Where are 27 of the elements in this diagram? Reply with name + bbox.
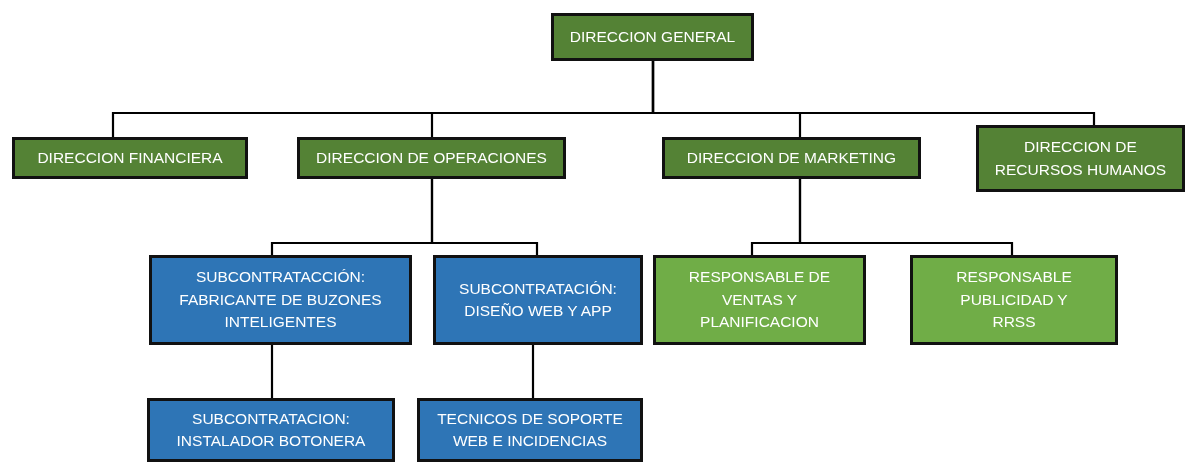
connector-line (270, 345, 274, 398)
org-box (12, 137, 248, 179)
box-label: SUBCONTRATACCIÓN: FABRICANTE DE BUZONES INTELIGENTES (178, 267, 383, 333)
connector-line (531, 345, 535, 398)
box-label: DIRECCION FINANCIERA (37, 147, 223, 168)
org-box (662, 137, 921, 179)
org-box (297, 137, 566, 179)
org-box (551, 13, 754, 61)
box-label: SUBCONTRATACION: INSTALADOR BOTONERA (175, 408, 367, 451)
box-label: DIRECCION GENERAL (569, 26, 736, 47)
box-label: DIRECCION DE RECURSOS HUMANOS (993, 137, 1168, 180)
connector-line (651, 61, 1096, 125)
box-label: DIRECCION DE MARKETING (686, 147, 897, 168)
box-label: TECNICOS DE SOPORTE WEB E INCIDENCIAS (436, 408, 624, 451)
org-box (976, 125, 1185, 192)
org-box (653, 255, 866, 345)
connector-line (798, 179, 1014, 255)
org-box (910, 255, 1118, 345)
org-box (417, 398, 643, 462)
box-label: RESPONSABLE DE VENTAS Y PLANIFICACION (687, 267, 832, 333)
org-box (433, 255, 643, 345)
connector-line (430, 179, 539, 255)
box-label: DIRECCION DE OPERACIONES (316, 147, 547, 168)
box-label: RESPONSABLE PUBLICIDAD Y RRSS (955, 267, 1073, 333)
org-box (147, 398, 395, 462)
org-box (149, 255, 412, 345)
box-label: SUBCONTRATACIÓN: DISEÑO WEB Y APP (458, 278, 618, 321)
